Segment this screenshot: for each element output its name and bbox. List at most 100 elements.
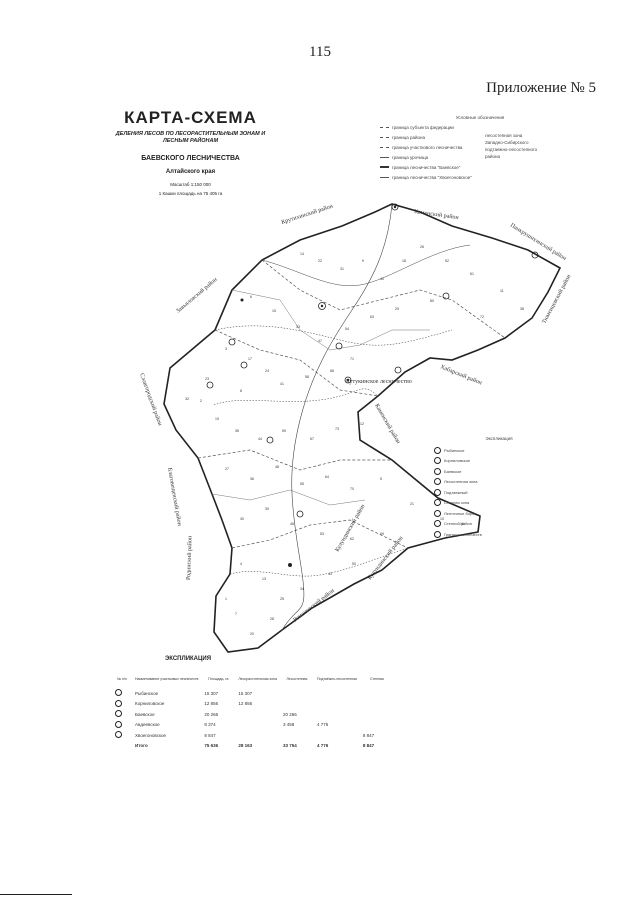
column-header: № п/п: [117, 677, 127, 681]
svg-text:34: 34: [300, 587, 304, 591]
column-header: Степная: [370, 677, 384, 681]
settlement-markers-filled: [240, 205, 397, 567]
svg-text:63: 63: [370, 315, 374, 319]
svg-text:8: 8: [240, 389, 242, 393]
circle-marker-icon: [434, 446, 441, 454]
district-boundary: [231, 289, 430, 351]
page-number: 115: [309, 44, 331, 60]
svg-text:47: 47: [318, 339, 322, 343]
svg-text:1: 1: [225, 597, 227, 601]
scale-line-1: Масштаб 1:150 000: [170, 182, 211, 187]
svg-text:16: 16: [460, 522, 464, 526]
svg-text:10: 10: [440, 517, 444, 521]
circle-marker-icon: [115, 720, 122, 728]
district-boundary: [214, 329, 379, 397]
circle-marker-icon: [434, 520, 441, 528]
circle-marker-icon: [115, 731, 122, 739]
svg-text:53: 53: [320, 532, 324, 536]
district-label: Тюменцевский район: [541, 273, 573, 325]
svg-text:41: 41: [280, 382, 284, 386]
circle-marker-icon: [434, 457, 441, 465]
table-row: Рыбинское 15 307 15 307: [112, 688, 394, 699]
table-row: Корниловское 12 856 12 856: [112, 699, 394, 710]
district-label: Завьяловский район: [175, 276, 219, 315]
forest-label-kut: Кутукинское лесничество: [346, 379, 412, 385]
dashed-line-icon: [380, 146, 389, 148]
circle-marker-icon: [115, 710, 122, 718]
svg-text:80: 80: [430, 299, 434, 303]
svg-text:24: 24: [265, 369, 269, 373]
legend-item: граница лесничества "Баевское": [380, 162, 485, 172]
district-label: Хабарский район: [439, 363, 483, 386]
legend-item: граница участкового лесничества: [380, 142, 485, 152]
svg-text:61: 61: [470, 272, 474, 276]
conventional-heading: Экспликация: [485, 436, 513, 441]
svg-text:33: 33: [296, 325, 300, 329]
svg-text:21: 21: [410, 502, 414, 506]
river-line: [281, 203, 393, 631]
district-label: Родинский район: [185, 535, 194, 580]
svg-text:28: 28: [270, 617, 274, 621]
solid-line-icon: [380, 176, 389, 178]
svg-text:66: 66: [330, 369, 334, 373]
conventional-item: Степной район: [434, 519, 564, 530]
footnote-rule: [0, 894, 72, 895]
svg-text:29: 29: [395, 307, 399, 311]
district-label: Крутихинский район: [280, 202, 334, 226]
svg-text:23: 23: [205, 377, 209, 381]
svg-text:36: 36: [250, 477, 254, 481]
svg-text:26: 26: [420, 245, 424, 249]
svg-text:67: 67: [310, 437, 314, 441]
circle-marker-icon: [434, 530, 441, 538]
map-title-block: КАРТА-СХЕМА ДЕЛЕНИЯ ЛЕСОВ ПО ЛЕСОРАСТИТЕ…: [108, 108, 273, 198]
forestry-name: БАЕВСКОГО ЛЕСНИЧЕСТВА: [141, 155, 240, 162]
conventional-item: Подтаежный: [434, 487, 564, 498]
svg-text:55: 55: [300, 482, 304, 486]
conventional-item: Лесостепная зона: [434, 477, 564, 488]
svg-text:46: 46: [290, 522, 294, 526]
svg-text:38: 38: [520, 307, 524, 311]
scale-text: Масштаб 1:150 000 1 Кашки площадь на 75 …: [108, 180, 273, 198]
table-row: Баевское 20 266 20 266: [112, 709, 394, 720]
svg-text:2: 2: [200, 399, 202, 403]
region-name: Алтайского края: [165, 169, 216, 175]
svg-text:43: 43: [328, 572, 332, 576]
conventional-item: Баевское: [434, 466, 564, 477]
district-boundary: [197, 449, 392, 471]
circle-marker-icon: [434, 488, 441, 496]
district-boundary: [211, 489, 366, 506]
svg-text:62: 62: [350, 537, 354, 541]
svg-text:19: 19: [215, 417, 219, 421]
svg-text:5: 5: [380, 477, 382, 481]
conventional-item: Корниловское: [434, 456, 564, 467]
legend-item: граница лесничества "Хвоегоновское": [380, 172, 485, 182]
legend: Условные обозначения граница субъекта фе…: [380, 115, 580, 182]
conventional-item: Рыбинское: [434, 445, 564, 456]
svg-text:20: 20: [250, 632, 254, 636]
svg-text:73: 73: [335, 427, 339, 431]
explication-table: № п/п Наименование участковых лесничеств…: [112, 670, 394, 751]
explication-title: ЭКСПЛИКАЦИЯ: [165, 656, 212, 662]
svg-text:58: 58: [305, 375, 309, 379]
road-line: [213, 388, 379, 406]
legend-zone-note: лесостепная зона Западно-Сибирского подт…: [485, 133, 538, 159]
svg-text:70: 70: [350, 487, 354, 491]
svg-text:7: 7: [235, 612, 237, 616]
svg-text:50: 50: [352, 562, 356, 566]
conventional-item: Ленточные боры: [434, 508, 564, 519]
svg-text:18: 18: [402, 259, 406, 263]
svg-text:17: 17: [248, 357, 252, 361]
svg-text:15: 15: [272, 309, 276, 313]
legend-item: граница урочища: [380, 152, 485, 162]
dashed-line-icon: [380, 126, 389, 128]
table-total-row: Итого 75 636 28 163 33 754 4 776 8 847: [135, 743, 375, 749]
svg-text:14: 14: [300, 252, 304, 256]
svg-text:12: 12: [360, 422, 364, 426]
district-boundary: [231, 519, 409, 549]
table-row: Хвоегоновское 8 847 8 847: [112, 730, 394, 741]
circle-marker-icon: [434, 509, 441, 517]
svg-text:69: 69: [380, 532, 384, 536]
table-header-row: № п/п Наименование участковых лесничеств…: [112, 670, 394, 688]
